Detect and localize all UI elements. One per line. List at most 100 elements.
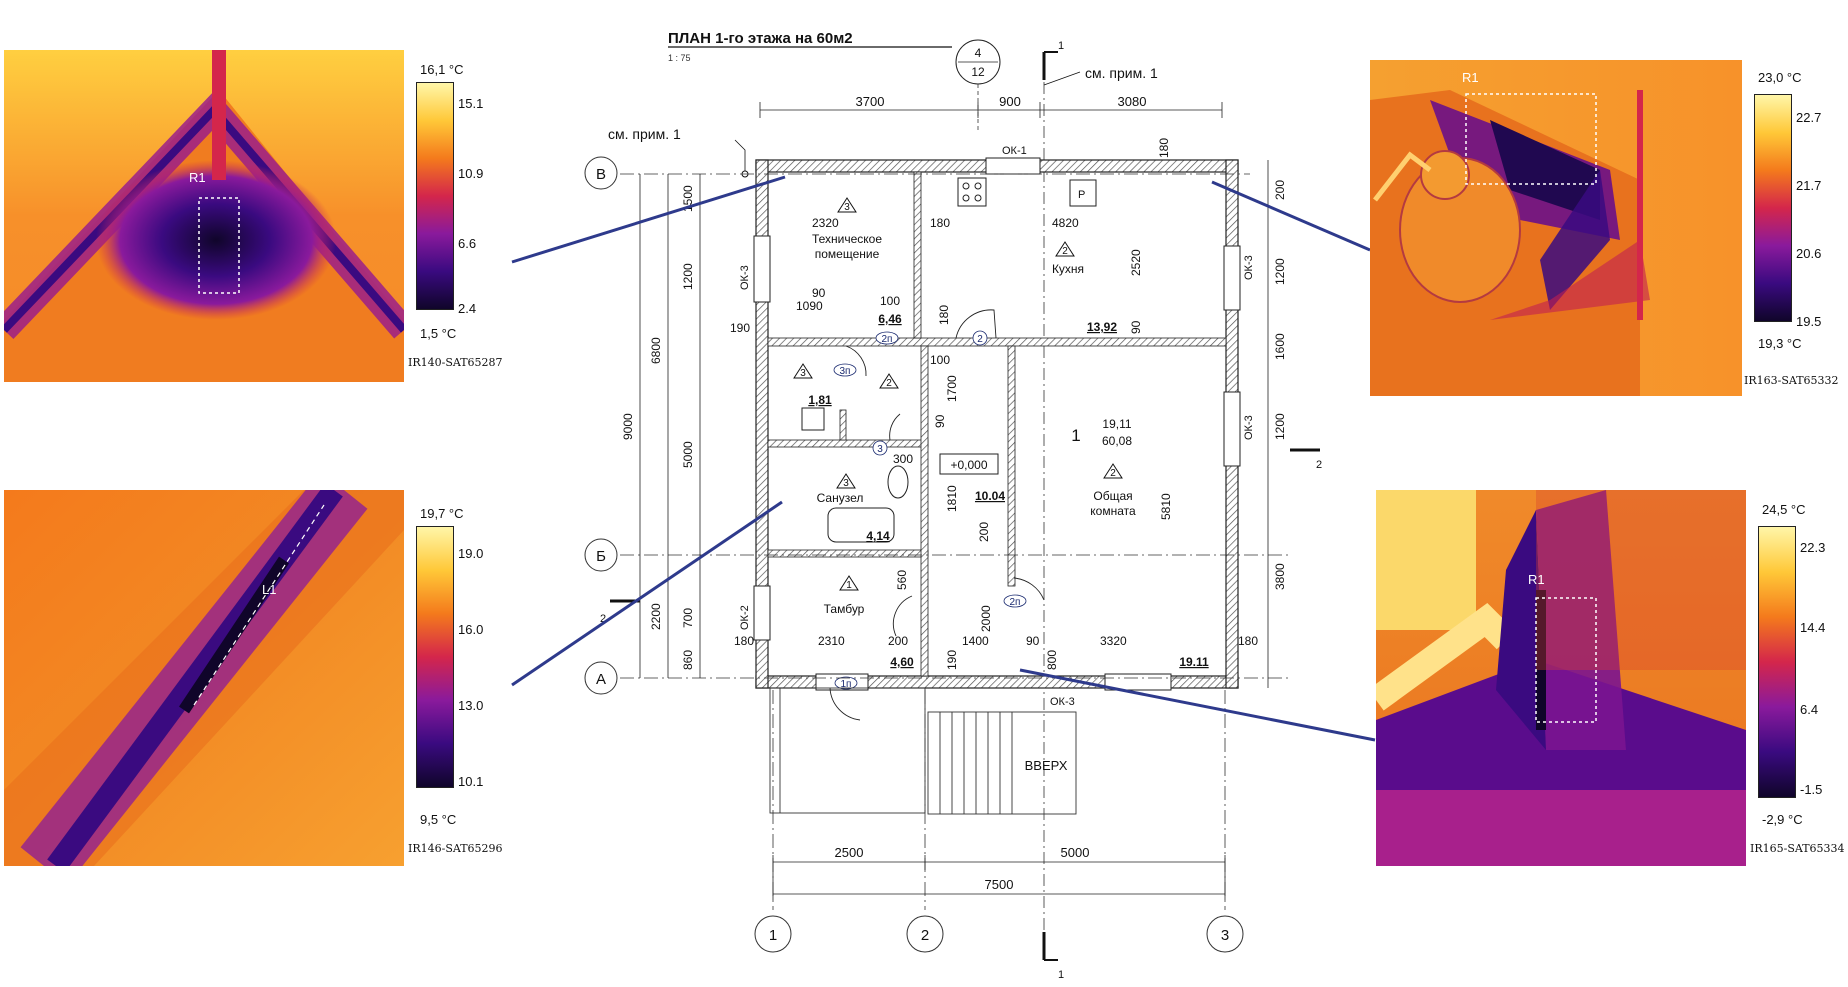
svg-text:Б: Б <box>596 548 606 565</box>
reference-mark: 4 12 <box>955 39 1001 85</box>
svg-text:4,14: 4,14 <box>866 529 890 543</box>
svg-text:ОК-1: ОК-1 <box>1002 145 1027 157</box>
plan-scale: 1 : 75 <box>668 53 691 63</box>
svg-text:ОК-2: ОК-2 <box>739 605 751 630</box>
svg-text:2п: 2п <box>1010 597 1021 608</box>
svg-text:помещение: помещение <box>815 247 880 261</box>
thermal-image-1 <box>4 50 404 382</box>
porch <box>769 687 1077 815</box>
bottom-dimensions <box>772 855 1226 900</box>
svg-text:200: 200 <box>1273 180 1287 200</box>
thermal-image-3 <box>1370 60 1742 396</box>
room-corridor: +0,000 10.04 <box>939 453 1005 503</box>
thermogram-2: L1 19,7 °C 19.0 16.0 13.0 10.1 9,5 °C IR… <box>4 490 510 866</box>
thermogram-id-2: IR146-SAT65296 <box>408 842 503 855</box>
svg-text:ОК-3: ОК-3 <box>1050 696 1075 708</box>
svg-text:1700: 1700 <box>945 375 959 402</box>
temp-scale-4: 24,5 °C 22.3 14.4 6.4 -1.5 -2,9 °C <box>1758 502 1846 832</box>
svg-text:100: 100 <box>930 353 950 367</box>
svg-text:1600: 1600 <box>1273 333 1287 360</box>
svg-text:180: 180 <box>1157 138 1171 158</box>
thermogram-id-3: IR163-SAT65332 <box>1744 374 1839 387</box>
svg-text:3: 3 <box>843 478 849 489</box>
svg-text:3080: 3080 <box>1118 94 1147 109</box>
svg-text:12: 12 <box>971 65 985 79</box>
svg-text:Техническое: Техническое <box>812 232 882 246</box>
room-living: 1 19,11 60,08 2 Общая комната 19.11 <box>1071 417 1209 669</box>
plan-title: ПЛАН 1-го этажа на 60м2 <box>668 30 853 47</box>
svg-text:2: 2 <box>977 334 983 345</box>
svg-text:900: 900 <box>999 94 1021 109</box>
room-kitchen: 2 Кухня 13,92 <box>1052 241 1117 334</box>
room-technical: 3 Техническое помещение 6,46 <box>812 197 902 326</box>
svg-text:200: 200 <box>888 634 908 648</box>
svg-text:10.04: 10.04 <box>975 489 1005 503</box>
inner-dim-labels: 2320 180 4820 1090 90 100 190 100 180 17… <box>730 138 1258 670</box>
interior-walls <box>767 171 1227 677</box>
svg-text:ОК-3: ОК-3 <box>739 265 751 290</box>
svg-text:4: 4 <box>975 46 982 60</box>
thermogram-4: R1 24,5 °C 22.3 14.4 6.4 -1.5 -2,9 °C IR… <box>1376 490 1846 866</box>
marker-label-1: R1 <box>189 170 206 185</box>
temp-scale-1: 16,1 °C 15.1 10.9 6.6 2.4 1,5 °C <box>416 58 510 368</box>
room-vestibule: 1 Тамбур 4,60 <box>824 575 914 669</box>
svg-text:800: 800 <box>1045 650 1059 670</box>
thermal-image-4 <box>1376 490 1746 866</box>
stair-label: ВВЕРХ <box>1025 758 1068 773</box>
svg-text:190: 190 <box>730 321 750 335</box>
svg-text:3800: 3800 <box>1273 563 1287 590</box>
svg-text:190: 190 <box>945 650 959 670</box>
thermogram-id-1: IR140-SAT65287 <box>408 356 503 369</box>
svg-text:560: 560 <box>895 570 909 590</box>
thermogram-1: R1 16,1 °C 15.1 10.9 6.6 2.4 1,5 °C IR14… <box>4 50 510 382</box>
svg-text:3: 3 <box>800 368 806 379</box>
fixtures <box>801 177 1097 543</box>
svg-text:6800: 6800 <box>649 337 663 364</box>
leader-lines <box>511 175 1376 742</box>
svg-text:60,08: 60,08 <box>1102 434 1132 448</box>
svg-text:200: 200 <box>977 522 991 542</box>
temp-scale-3: 23,0 °C 22.7 21.7 20.6 19.5 19,3 °C <box>1754 70 1844 370</box>
svg-text:6,46: 6,46 <box>878 312 902 326</box>
svg-text:1: 1 <box>1058 40 1064 52</box>
svg-text:13,92: 13,92 <box>1087 320 1117 334</box>
thermogram-id-4: IR165-SAT65334 <box>1750 842 1845 855</box>
axis-bubbles: В Б А 1 2 3 <box>584 156 1244 953</box>
svg-text:3320: 3320 <box>1100 634 1127 648</box>
marker-label-4: R1 <box>1528 572 1545 587</box>
thermogram-3: R1 23,0 °C 22.7 21.7 20.6 19.5 19,3 °C I… <box>1370 60 1844 396</box>
svg-text:19.11: 19.11 <box>1179 655 1209 669</box>
svg-text:90: 90 <box>933 414 947 428</box>
temp-scale-2: 19,7 °C 19.0 16.0 13.0 10.1 9,5 °C <box>416 502 510 827</box>
svg-text:90: 90 <box>812 286 826 300</box>
svg-text:3: 3 <box>1221 927 1229 944</box>
svg-text:1200: 1200 <box>1273 258 1287 285</box>
svg-text:Кухня: Кухня <box>1052 262 1084 276</box>
svg-text:3700: 3700 <box>856 94 885 109</box>
room-bathroom: 3 Санузел 4,14 <box>817 473 890 543</box>
left-dimensions <box>639 174 701 678</box>
svg-text:1200: 1200 <box>681 263 695 290</box>
right-dim-labels: 200 1200 1600 1200 3800 <box>1273 180 1287 590</box>
svg-text:7500: 7500 <box>985 877 1014 892</box>
svg-text:2: 2 <box>1110 468 1116 479</box>
thermal-image-2 <box>4 490 404 866</box>
svg-text:В: В <box>596 166 606 183</box>
svg-text:90: 90 <box>1026 634 1040 648</box>
svg-text:2520: 2520 <box>1129 249 1143 276</box>
svg-text:Санузел: Санузел <box>817 491 864 505</box>
svg-text:2п: 2п <box>882 334 893 345</box>
svg-text:2: 2 <box>600 613 606 625</box>
svg-text:3п: 3п <box>840 366 851 377</box>
section-mark-2: 2 2 <box>600 448 1322 625</box>
svg-text:2200: 2200 <box>649 603 663 630</box>
svg-text:ОК-3: ОК-3 <box>1243 255 1255 280</box>
svg-text:2: 2 <box>1316 459 1322 471</box>
svg-text:5810: 5810 <box>1159 493 1173 520</box>
section-mark-bottom: 1 <box>1042 932 1064 981</box>
svg-text:1: 1 <box>1071 426 1080 445</box>
svg-text:180: 180 <box>1238 634 1258 648</box>
svg-text:А: А <box>596 671 606 688</box>
svg-text:9000: 9000 <box>621 413 635 440</box>
note-text-left: см. прим. 1 <box>608 126 681 142</box>
